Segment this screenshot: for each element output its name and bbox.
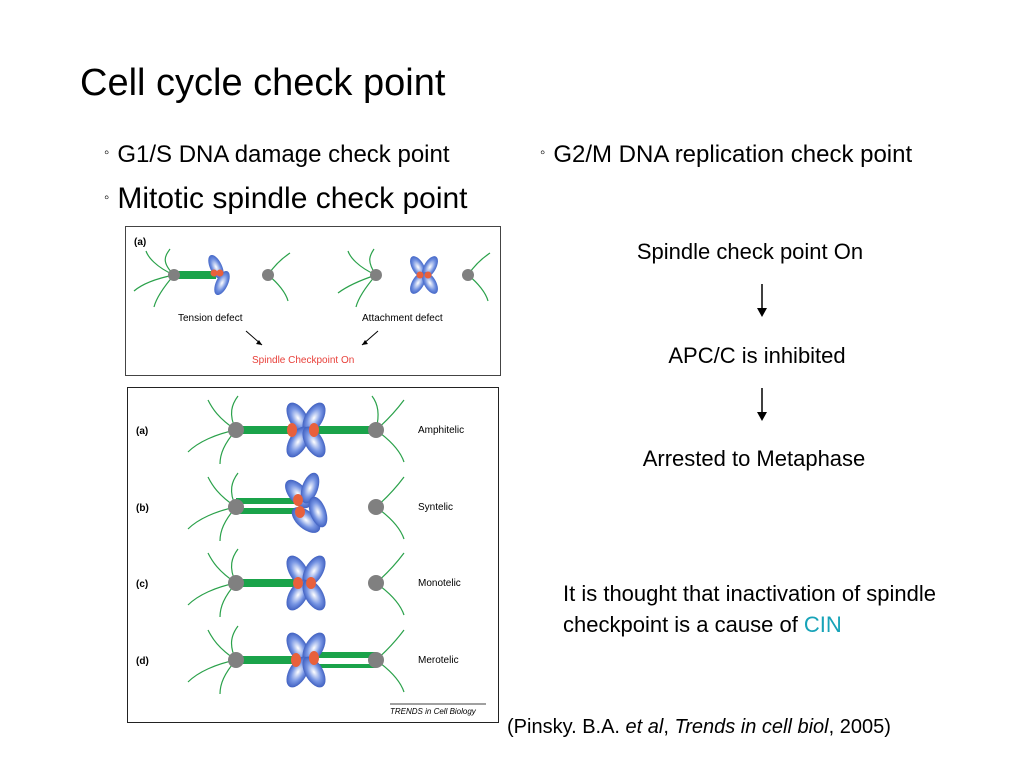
down-arrow-icon (757, 388, 767, 421)
spindle-pole (370, 269, 382, 281)
attachment-type-name: Amphitelic (418, 425, 464, 436)
figure-spindle-defects: (a) (125, 226, 501, 376)
citation-close: , 2005) (828, 716, 891, 738)
chromosome-icon (286, 555, 326, 611)
bullet-g2m: ◦ G2/M DNA replication check point (540, 141, 912, 169)
spindle-pole (462, 269, 474, 281)
slide-title: Cell cycle check point (80, 62, 446, 104)
bullet-marker: ◦ (104, 144, 110, 162)
panel-label: (a) (134, 237, 146, 248)
attachment-row-monotelic: (c) Monotelic (136, 548, 461, 618)
spindle-checkpoint-on-label: Spindle Checkpoint On (252, 355, 354, 366)
flow-step-checkpoint-on: Spindle check point On (636, 239, 864, 264)
row-label: (b) (136, 503, 149, 514)
spindle-pole (368, 499, 384, 515)
attachment-type-name: Merotelic (418, 655, 459, 666)
attachment-row-amphitelic: (a) Amphitelic (136, 395, 464, 465)
bullet-marker: ◦ (104, 188, 110, 206)
spindle-pole (262, 269, 274, 281)
spindle-pole (368, 652, 384, 668)
spindle-pole (228, 652, 244, 668)
spindle-pole (168, 269, 180, 281)
figure-attachment-types: (a) Amphitelic (b) (127, 387, 499, 723)
citation-sep: , (663, 716, 675, 738)
cin-note-text: It is thought that inactivation of spind… (563, 581, 937, 637)
figure-spindle-defects-drawing: (a) (133, 237, 491, 366)
chromosome-icon (286, 632, 326, 688)
bullet-mitotic-spindle: ◦ Mitotic spindle check point (104, 182, 468, 216)
attachment-row-merotelic: (d) Merotelic (136, 625, 459, 695)
citation-etal: et al (625, 716, 664, 738)
arrow-head-icon (362, 340, 368, 345)
spindle-pole (368, 422, 384, 438)
attachment-defect-label: Attachment defect (362, 313, 443, 324)
bullet-text: Mitotic spindle check point (117, 182, 468, 215)
row-label: (a) (136, 426, 148, 437)
tension-defect-label: Tension defect (178, 313, 243, 324)
bullet-marker: ◦ (540, 144, 546, 162)
spindle-pole (368, 575, 384, 591)
bullet-text: G2/M DNA replication check point (553, 141, 913, 168)
citation: (Pinsky. B.A. et al, Trends in cell biol… (507, 716, 891, 739)
attachment-type-name: Monotelic (418, 578, 461, 589)
chromosome-icon (285, 472, 328, 533)
figure-attachment-types-drawing: (a) Amphitelic (b) (136, 395, 486, 716)
citation-open: (Pinsky. B.A. (507, 716, 626, 738)
attachment-type-name: Syntelic (418, 502, 453, 513)
spindle-pole (228, 499, 244, 515)
row-label: (d) (136, 656, 149, 667)
chromosome-icon (208, 254, 230, 296)
down-arrow-icon (757, 284, 767, 317)
row-label: (c) (136, 579, 148, 590)
cin-note: It is thought that inactivation of spind… (563, 578, 993, 640)
cin-highlight: CIN (803, 612, 842, 637)
figure-source-label: TRENDS in Cell Biology (390, 707, 477, 716)
bullet-g1s: ◦ G1/S DNA damage check point (104, 141, 450, 169)
bullet-text: G1/S DNA damage check point (117, 141, 450, 168)
arrow-head-icon (256, 340, 262, 345)
attachment-row-syntelic: (b) Syntelic (136, 472, 453, 542)
flow-step-apc-inhibited: APC/C is inhibited (668, 343, 846, 368)
spindle-fiber (176, 271, 216, 279)
flow-step-metaphase-arrest: Arrested to Metaphase (642, 446, 866, 471)
spindle-pole (228, 575, 244, 591)
citation-journal: Trends in cell biol (674, 716, 829, 738)
spindle-pole (228, 422, 244, 438)
chromosome-icon (286, 402, 326, 458)
chromosome-icon (410, 256, 438, 294)
